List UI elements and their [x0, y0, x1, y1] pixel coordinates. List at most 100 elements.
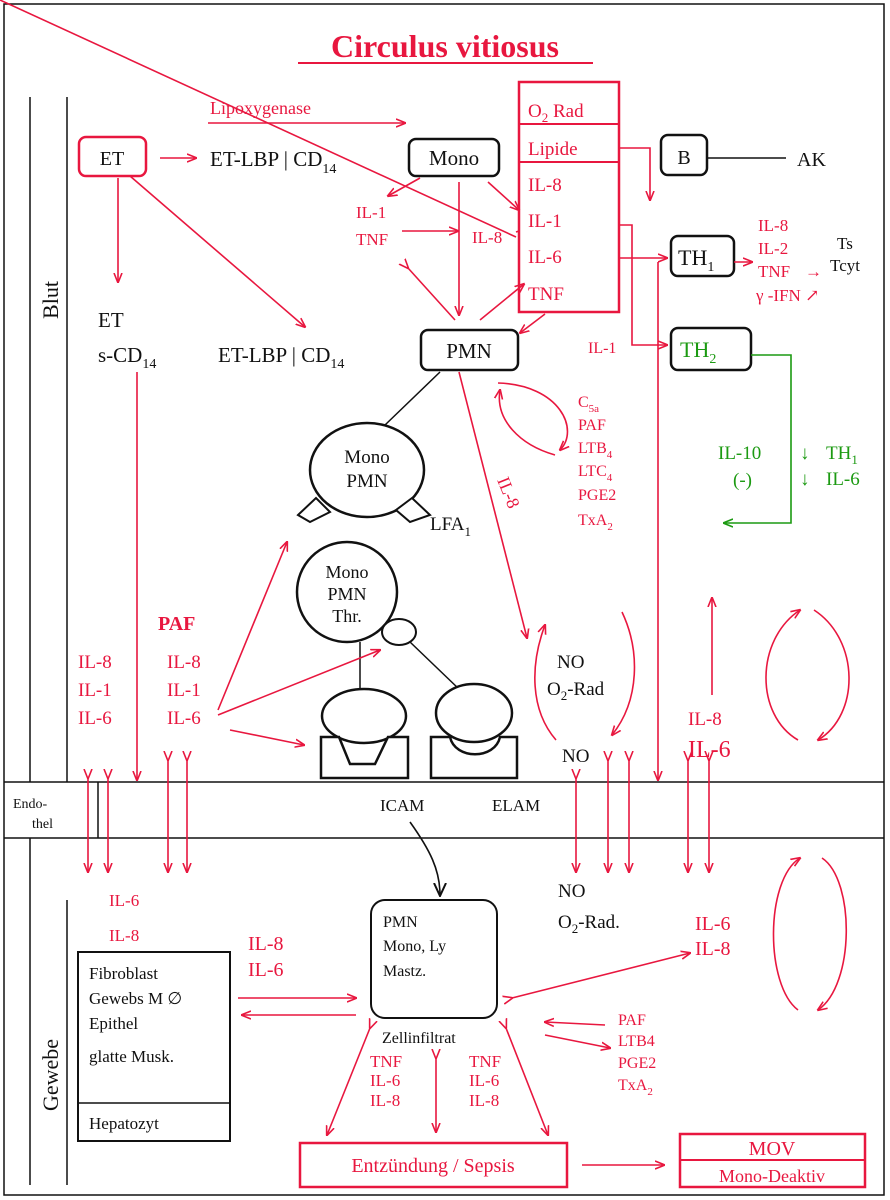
zellinfiltrat-label: Zellinfiltrat: [382, 1030, 456, 1047]
arrow-meds-to-infiltrat-1: [545, 1022, 605, 1025]
mediator-il8: IL-8: [528, 175, 562, 196]
col-b-tnf: TNF: [469, 1052, 501, 1071]
arrow-lipide-to-b: [619, 148, 650, 200]
lfa1-label: LFA1: [430, 514, 471, 539]
left-col-il8: IL-8: [78, 652, 112, 673]
il10-down-2: ↓: [800, 469, 810, 490]
mediator-ltc4: LTC4: [578, 463, 613, 484]
il10-down-1: ↓: [800, 443, 810, 464]
arrow-into-tissue: [410, 822, 440, 895]
gewebe-no: NO: [558, 881, 585, 902]
col-a-tnf: TNF: [370, 1052, 402, 1071]
mid-col-il1: IL-1: [167, 680, 201, 701]
cell1-pmn: PMN: [346, 471, 387, 492]
mov-label: MOV: [749, 1138, 796, 1160]
et-lbp-label: ET-LBP | CD14: [210, 147, 336, 177]
section-label-blut: Blut: [38, 281, 63, 319]
th1-target-tcyt: Tcyt: [830, 256, 860, 275]
arrow-pmn-loop-out: [498, 383, 567, 450]
cell-glatte-musk: glatte Musk.: [89, 1047, 174, 1066]
arrow-pmn-loop-in: [499, 390, 555, 455]
th1-target-ts: Ts: [837, 234, 853, 253]
elam-ligand: [436, 684, 512, 742]
il10-label: IL-10: [718, 443, 761, 464]
arrow-infiltrat-to-meds: [545, 1035, 610, 1048]
icam-ligand: [322, 689, 406, 743]
cell-hepatozyt: Hepatozyt: [89, 1114, 159, 1133]
pmn-label: PMN: [446, 339, 492, 363]
paf-label: PAF: [158, 613, 195, 635]
th1-output-il2: IL-2: [758, 239, 788, 258]
il10-il6: IL-6: [826, 469, 860, 490]
th1-output-tnf: TNF: [758, 262, 790, 281]
mediator-il1: IL-1: [528, 211, 562, 232]
infiltrat-mono-ly: Mono, Ly: [383, 938, 446, 955]
diagram-title: Circulus vitiosus: [331, 28, 559, 64]
arrow-il10-feedback: [724, 355, 791, 523]
gewebe-il6: IL-6: [109, 891, 139, 910]
section-label-gewebe: Gewebe: [38, 1039, 63, 1111]
arrow-right-loop-1: [766, 610, 800, 740]
mediator-o2rad: O2 Rad: [528, 101, 584, 125]
no-label-lower: NO: [562, 746, 589, 767]
gewebe-ltb4: LTB4: [618, 1033, 655, 1050]
cell1-mono: Mono: [344, 447, 389, 468]
gewebe-right-il8: IL-8: [695, 938, 731, 960]
mono-il8: IL-8: [472, 228, 502, 247]
gewebe-right-il6: IL-6: [695, 913, 731, 935]
mono-tnf: TNF: [356, 230, 388, 249]
arrow-mediators-to-pmn: [520, 314, 545, 333]
col-b-il8: IL-8: [469, 1091, 499, 1110]
gewebe-o2rad: O2-Rad.: [558, 912, 620, 936]
arrow-mono-to-mediators: [488, 182, 519, 210]
mediator-c5a: C5a: [578, 394, 599, 415]
mono-box-label: Mono: [429, 146, 479, 170]
arrow-infiltrat-right-il: [512, 953, 690, 998]
cell2-mono: Mono: [325, 562, 368, 582]
arrow-to-th2: [619, 225, 667, 345]
arrow-infiltrat-sepsis-left: [327, 1028, 370, 1135]
th1-output-ifn: γ -IFN ↗: [755, 286, 819, 305]
infiltrat-pmn: PMN: [383, 914, 418, 931]
mediator-paf: PAF: [578, 417, 606, 434]
fibro-out-il8: IL-8: [248, 933, 284, 955]
arrow-pmn-to-mediators: [480, 284, 524, 320]
mid-et-lbp: ET-LBP | CD14: [218, 343, 344, 372]
infiltrat-mastz: Mastz.: [383, 963, 426, 980]
il8-diagonal-label: IL-8: [493, 474, 524, 511]
th1-arrow-glyph: →: [805, 262, 822, 281]
mid-et: ET: [98, 308, 124, 332]
mid-s-cd14: s-CD14: [98, 343, 156, 372]
col-a-il6: IL-6: [370, 1071, 400, 1090]
mediator-tnf: TNF: [528, 284, 564, 305]
arrow-infiltrat-sepsis-right: [506, 1028, 548, 1135]
col-a-il8: IL-8: [370, 1091, 400, 1110]
arrow-right-loop-2: [814, 610, 849, 740]
mediator-il6: IL-6: [528, 247, 562, 268]
gewebe-il8: IL-8: [109, 926, 139, 945]
th1-output-il8: IL-8: [758, 216, 788, 235]
lipoxygenase-label: Lipoxygenase: [210, 98, 311, 118]
cell-fibroblast: Fibroblast: [89, 964, 158, 983]
mono-deaktiv-label: Mono-Deaktiv: [719, 1166, 825, 1186]
thrombocyte: [382, 619, 416, 645]
col-b-il6: IL-6: [469, 1071, 499, 1090]
cell-gewebs: Gewebs M ∅: [89, 989, 182, 1008]
mediator-txa2: TxA2: [578, 512, 613, 533]
fibro-out-il6: IL-6: [248, 959, 284, 981]
endothel-label-1: Endo-: [13, 797, 48, 812]
arrow-paf-to-icam: [230, 730, 304, 745]
th2-input-il1: IL-1: [588, 340, 616, 357]
mediator-pge2: PGE2: [578, 487, 616, 504]
arrow-tnf-pmn: [408, 268, 455, 320]
elam-label: ELAM: [492, 796, 540, 815]
il10-minus: (-): [733, 470, 752, 491]
cell2-pmn: PMN: [327, 584, 366, 604]
icam-label: ICAM: [380, 796, 424, 815]
sepsis-label: Entzündung / Sepsis: [351, 1155, 515, 1177]
il10-th1: TH1: [826, 443, 858, 467]
right-il8: IL-8: [688, 709, 722, 730]
mediator-ltb4: LTB4: [578, 440, 613, 461]
ak-label: AK: [797, 149, 826, 171]
